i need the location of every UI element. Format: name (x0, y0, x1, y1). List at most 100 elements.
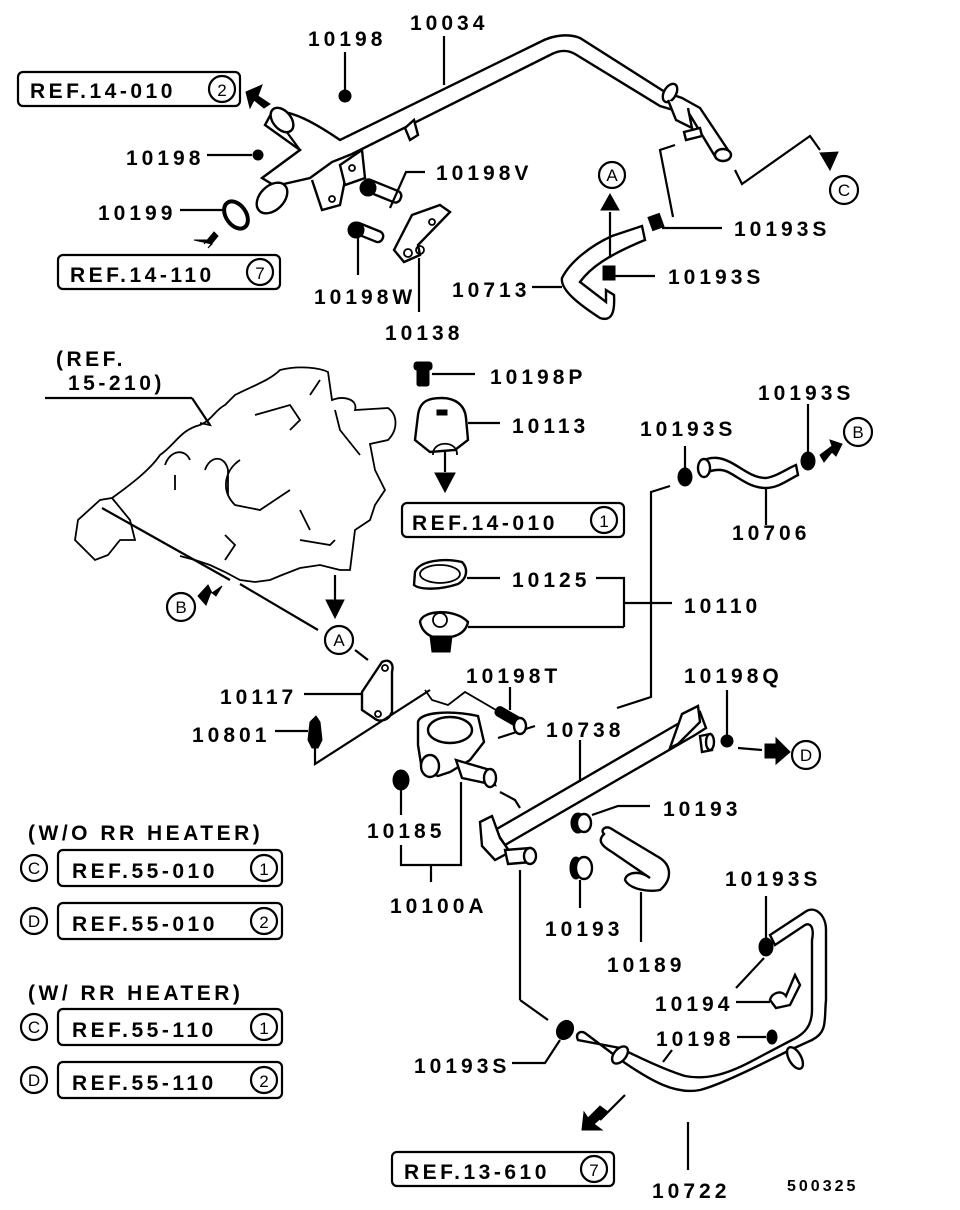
connection-line-c2 (734, 134, 821, 186)
label-10193S-d: 10193S (758, 382, 854, 405)
label-10193S-e: 10193S (725, 868, 821, 891)
hose-10189[interactable] (599, 826, 671, 942)
arrow-to-c (819, 151, 839, 172)
label-10198W: 10198W (314, 286, 416, 309)
legend-row-d-wo[interactable]: D REF.55-010 2 (19, 901, 284, 941)
hose-clamp-10193S-d[interactable] (800, 404, 816, 471)
arrow-to-d (764, 736, 791, 766)
bolt-10198P[interactable] (413, 361, 475, 387)
svg-text:REF.55-110: REF.55-110 (72, 1019, 217, 1042)
svg-text:A: A (606, 166, 618, 185)
svg-text:REF.14-010: REF.14-010 (412, 512, 558, 535)
svg-text:B: B (175, 598, 186, 617)
legend-row-c-wo[interactable]: C REF.55-010 1 (19, 848, 284, 888)
label-10193-a: 10193 (663, 798, 741, 821)
label-10722: 10722 (652, 1180, 730, 1203)
svg-text:REF.14-110: REF.14-110 (70, 264, 215, 287)
label-10706: 10706 (732, 522, 810, 545)
svg-text:B: B (852, 423, 863, 442)
svg-text:REF.13-610: REF.13-610 (404, 1161, 550, 1184)
svg-text:2: 2 (259, 1072, 268, 1091)
label-10185: 10185 (367, 820, 445, 843)
hose-clamp-10193S-e[interactable] (758, 896, 774, 957)
bolt-10198-top[interactable] (338, 52, 352, 103)
bolt-10198T[interactable] (494, 687, 528, 736)
svg-text:2: 2 (259, 913, 268, 932)
hose-clamp-10193-b[interactable] (569, 855, 594, 908)
label-10738: 10738 (546, 719, 624, 742)
label-10194: 10194 (655, 993, 733, 1016)
svg-text:D: D (28, 1071, 40, 1090)
label-10198-bottom: 10198 (656, 1028, 734, 1051)
label-10138: 10138 (385, 322, 463, 345)
label-10193S-f: 10193S (414, 1055, 510, 1078)
intake-manifold-reference[interactable] (45, 366, 397, 583)
bracket-10110 (596, 576, 626, 627)
svg-text:A: A (333, 631, 345, 650)
arrow-to-ref-14-110-7 (193, 231, 219, 249)
bolt-10198-bottom[interactable] (737, 1029, 778, 1045)
marker-a-mid: A (323, 624, 355, 656)
gasket-10125[interactable] (412, 558, 500, 590)
svg-text:C: C (28, 1018, 40, 1037)
legend-row-c-w[interactable]: C REF.55-110 1 (19, 1007, 284, 1047)
hose-clamp-10193-a[interactable] (570, 804, 650, 834)
water-pipe-10738[interactable] (478, 704, 716, 1021)
bolt-10198-mid[interactable] (207, 149, 264, 161)
reference-box-14-010-2[interactable]: REF.14-010 2 (16, 70, 242, 108)
label-10198-mid: 10198 (126, 147, 204, 170)
reference-box-13-610-7[interactable]: REF.13-610 7 (390, 1150, 616, 1188)
connection-line-c (658, 143, 676, 218)
water-pipe-10034[interactable] (251, 34, 733, 219)
arrow-to-a-up (600, 192, 620, 211)
label-10193S-b: 10193S (668, 266, 764, 289)
label-10189: 10189 (607, 954, 685, 977)
bolt-10198W[interactable] (347, 221, 385, 275)
water-outlet-fitting-10100A[interactable] (416, 689, 536, 809)
marker-b-right: B (842, 416, 874, 448)
connection-line-b-left (101, 507, 231, 581)
thermostat[interactable] (418, 611, 624, 653)
label-10713: 10713 (452, 279, 530, 302)
hose-clamp-10193S-f[interactable] (512, 1017, 577, 1065)
bolt-10198V[interactable] (359, 170, 425, 209)
marker-c-top: C (828, 174, 860, 206)
thermostat-housing-10113[interactable] (413, 396, 500, 494)
label-10198P: 10198P (490, 366, 586, 389)
svg-text:REF.55-010: REF.55-010 (72, 913, 218, 936)
hose-clamp-10193S-b[interactable] (602, 265, 655, 281)
label-10199: 10199 (98, 202, 176, 225)
svg-text:REF.55-010: REF.55-010 (72, 860, 218, 883)
arrow-to-a-down (325, 599, 345, 620)
label-10801: 10801 (192, 724, 270, 747)
plug-10185[interactable] (392, 769, 410, 815)
label-10034: 10034 (410, 12, 488, 35)
bolt-10198Q[interactable] (720, 690, 763, 752)
hose-10706[interactable] (696, 456, 800, 525)
arrow-to-b-right (819, 439, 843, 463)
label-10193S-c: 10193S (640, 418, 736, 441)
connection-line-10193S-c (616, 484, 671, 710)
label-10193-b: 10193 (545, 918, 623, 941)
legend-heading-wo: (W/O RR HEATER) (28, 822, 263, 845)
marker-a-top: A (597, 160, 627, 190)
svg-text:D: D (800, 746, 812, 765)
bracket-10138[interactable] (392, 203, 452, 312)
hose-10713[interactable] (532, 224, 647, 321)
clip-10194[interactable] (735, 957, 802, 1010)
gasket-10117[interactable] (304, 659, 394, 722)
svg-text:7: 7 (589, 1161, 598, 1180)
sensor-10801[interactable] (275, 689, 431, 767)
svg-text:1: 1 (259, 1019, 268, 1038)
hose-clamp-10193S-a[interactable] (647, 212, 722, 232)
reference-box-14-010-1[interactable]: REF.14-010 1 (400, 501, 626, 539)
hose-clamp-10193S-c[interactable] (677, 446, 693, 487)
legend-row-d-w[interactable]: D REF.55-110 2 (19, 1060, 284, 1100)
hose-10722[interactable] (575, 908, 828, 1170)
manifold-ref-line2: 15-210) (68, 372, 165, 395)
label-10113: 10113 (512, 415, 589, 438)
svg-text:1: 1 (259, 860, 268, 879)
o-ring-10199[interactable] (180, 197, 253, 233)
reference-box-14-110-7[interactable]: REF.14-110 7 (56, 253, 282, 291)
